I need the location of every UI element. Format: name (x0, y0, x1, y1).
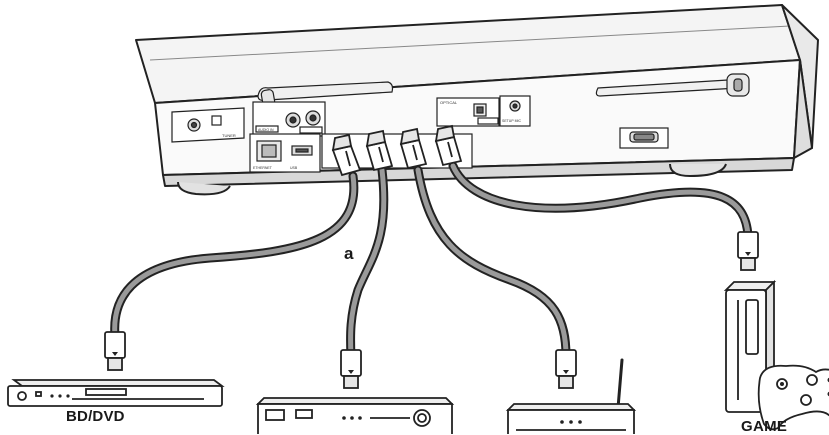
power-inlet (620, 128, 668, 148)
bd-dvd-label: BD/DVD (66, 408, 125, 425)
bd-dvd-player (8, 380, 222, 406)
audio-in-label: AUDIO IN (258, 128, 274, 132)
usb-label: USB (290, 166, 298, 170)
setup-mic-terminal: SETUP MIC (500, 96, 530, 126)
cable-bd-dvd (115, 176, 354, 336)
plug-game-console (738, 232, 758, 270)
setup-mic-label: SETUP MIC (502, 119, 521, 123)
tuner-terminal: TUNER (172, 108, 244, 142)
tuner-label: TUNER (222, 133, 236, 138)
set-top-box (258, 398, 452, 434)
audio-in-terminals: AUDIO IN (253, 102, 325, 136)
plug-bd-dvd (105, 332, 125, 370)
plug-set-top-box (341, 350, 361, 388)
game-label: GAME (741, 418, 787, 435)
plug-streaming-device (556, 350, 576, 388)
cable-label-a: a (344, 244, 353, 264)
network-usb-block: ETHERNET USB (250, 134, 320, 172)
ethernet-label: ETHERNET (253, 166, 273, 170)
optical-label: OPTICAL (440, 100, 458, 105)
optical-terminal: OPTICAL (437, 98, 499, 126)
